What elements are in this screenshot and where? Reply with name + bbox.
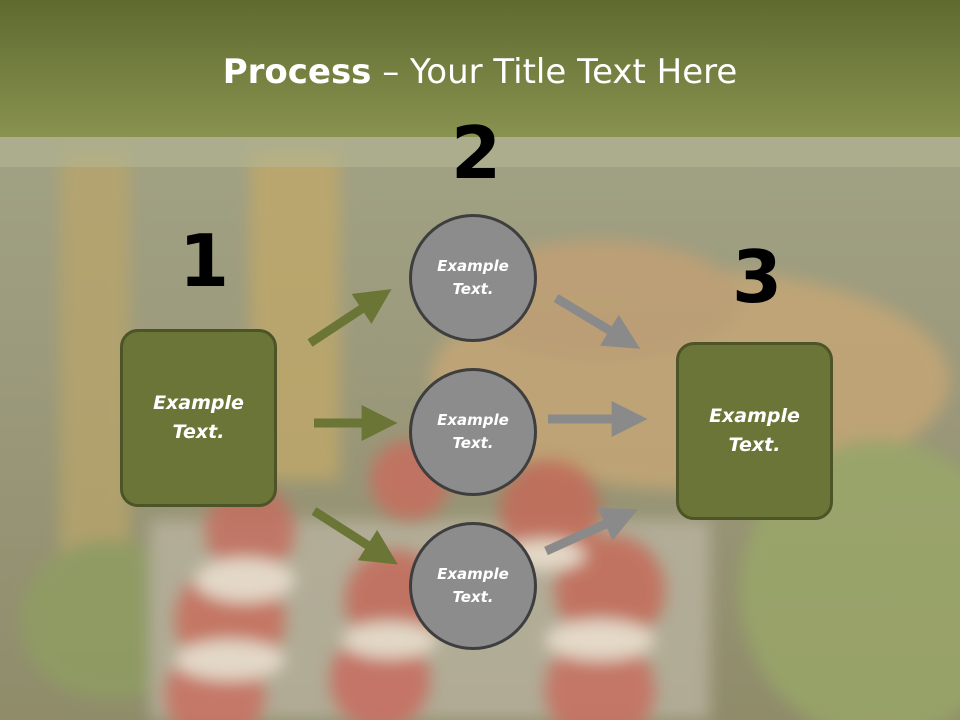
step-number-3: 3 bbox=[732, 235, 783, 319]
step-1-box: Example Text. bbox=[120, 329, 277, 507]
step-3-box: Example Text. bbox=[676, 342, 833, 520]
slide-title: Process – Your Title Text Here bbox=[0, 52, 960, 92]
arrow-icon bbox=[553, 294, 641, 349]
arrow-icon bbox=[307, 289, 392, 347]
arrow-icon bbox=[544, 507, 638, 556]
slide-title-rest: – Your Title Text Here bbox=[371, 52, 738, 92]
step-number-2: 2 bbox=[451, 111, 502, 195]
slide-title-bold: Process bbox=[222, 52, 372, 92]
step-2-circle-bottom: Example Text. bbox=[409, 522, 537, 650]
title-band bbox=[0, 137, 960, 167]
arrow-icon bbox=[311, 507, 398, 565]
title-bar bbox=[0, 0, 960, 137]
step-number-1: 1 bbox=[179, 219, 230, 303]
step-2-circle-middle: Example Text. bbox=[409, 368, 537, 496]
step-2-circle-top: Example Text. bbox=[409, 214, 537, 342]
